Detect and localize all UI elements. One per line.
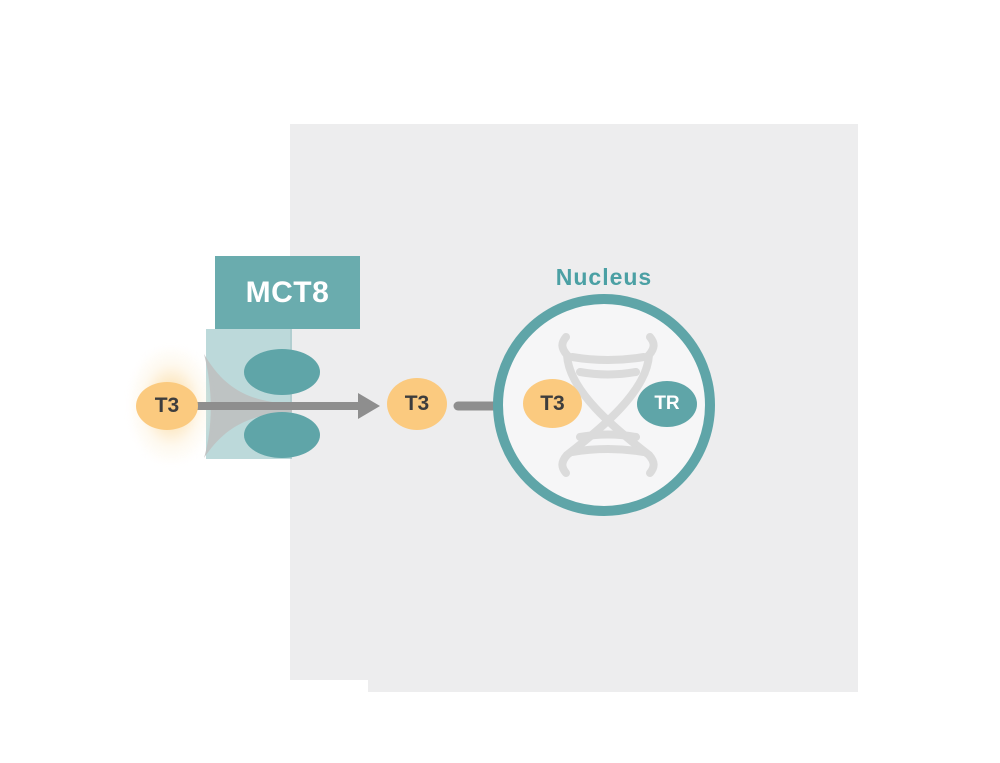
tr-label: TR xyxy=(654,393,680,414)
mct8-transporter-box: MCT8 xyxy=(215,256,360,329)
t3-cytoplasm-circle: T3 xyxy=(387,378,447,430)
membrane-transport-arrow-icon xyxy=(192,393,380,419)
t3-nucleus-circle: T3 xyxy=(523,379,582,428)
t3-extracellular-label: T3 xyxy=(154,394,180,417)
cell-edge-notch xyxy=(290,680,368,692)
tr-receptor-circle: TR xyxy=(637,381,697,427)
dna-icon xyxy=(558,333,658,477)
transporter-ellipse-bottom xyxy=(244,412,320,458)
t3-extracellular-circle: T3 xyxy=(136,382,198,430)
t3-cytoplasm-label: T3 xyxy=(404,392,430,415)
nucleus-label: Nucleus xyxy=(555,264,653,290)
mct8-label: MCT8 xyxy=(245,275,330,309)
t3-nucleus-label: T3 xyxy=(540,391,565,415)
transporter-ellipse-top xyxy=(244,349,320,395)
